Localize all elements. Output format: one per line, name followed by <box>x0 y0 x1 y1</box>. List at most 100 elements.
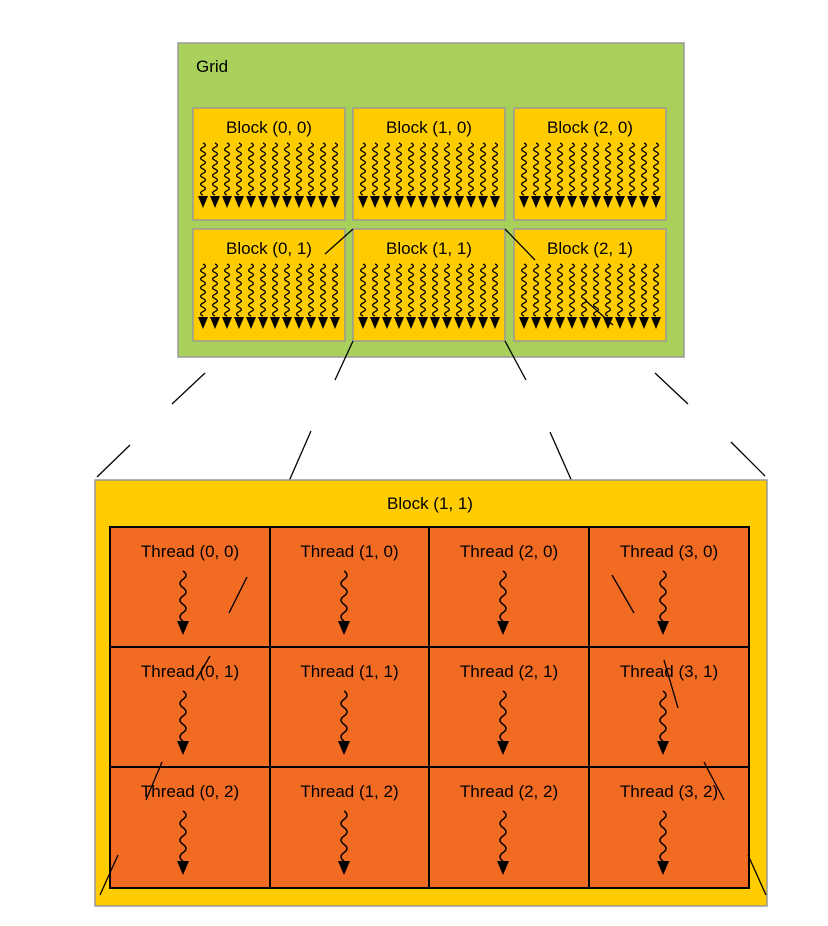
thread-cell: Thread (1, 2) <box>300 782 399 875</box>
thread-arrowhead <box>639 317 649 329</box>
thread-arrowhead <box>382 317 392 329</box>
thread-arrowhead <box>358 317 368 329</box>
grid-block-2-0: Block (2, 0) <box>513 107 667 221</box>
thread-arrowhead <box>338 861 350 875</box>
thread-squiggle <box>443 142 451 196</box>
thread-arrowhead <box>555 317 565 329</box>
thread-squiggle <box>295 263 303 317</box>
thread-squiggle <box>371 263 379 317</box>
thread-squiggle <box>331 142 339 196</box>
thread-squiggle <box>580 263 588 317</box>
thread-squiggle <box>467 142 475 196</box>
thread-arrowhead <box>627 317 637 329</box>
grid-block-0-0: Block (0, 0) <box>192 107 346 221</box>
thread-squiggle <box>659 810 667 862</box>
thread-arrowhead <box>497 621 509 635</box>
thread-label: Thread (0, 1) <box>141 662 239 681</box>
thread-squiggle <box>235 263 243 317</box>
thread-label: Thread (3, 2) <box>620 782 718 801</box>
thread-cell: Thread (2, 2) <box>460 782 558 875</box>
thread-squiggle <box>247 142 255 196</box>
thread-squiggle <box>340 570 348 622</box>
thread-arrowhead <box>454 317 464 329</box>
block-threads-icon <box>198 263 340 329</box>
thread-squiggle <box>395 142 403 196</box>
thread-squiggle <box>659 570 667 622</box>
thread-squiggle <box>340 690 348 742</box>
thread-squiggle <box>499 690 507 742</box>
thread-arrowhead <box>615 196 625 208</box>
thread-arrowhead <box>198 196 208 208</box>
thread-squiggle <box>556 142 564 196</box>
thread-cell: Thread (2, 1) <box>460 662 558 755</box>
block-label: Block (2, 0) <box>547 118 633 137</box>
thread-squiggle <box>211 142 219 196</box>
thread-arrowhead <box>330 317 340 329</box>
thread-squiggle <box>556 263 564 317</box>
thread-squiggle <box>568 142 576 196</box>
thread-squiggle <box>283 142 291 196</box>
thread-squiggle <box>340 810 348 862</box>
thread-arrowhead <box>454 196 464 208</box>
thread-arrowhead <box>603 317 613 329</box>
thread-arrowhead <box>567 196 577 208</box>
block-label: Block (1, 1) <box>386 239 472 258</box>
thread-arrowhead <box>394 317 404 329</box>
thread-squiggle <box>331 263 339 317</box>
thread-label: Thread (2, 0) <box>460 542 558 561</box>
thread-arrowhead <box>490 317 500 329</box>
thread-label: Thread (0, 0) <box>141 542 239 561</box>
thread-squiggle <box>499 810 507 862</box>
thread-squiggle <box>652 263 660 317</box>
thread-squiggle <box>520 142 528 196</box>
thread-arrowhead <box>177 621 189 635</box>
thread-arrowhead <box>531 317 541 329</box>
thread-arrowhead <box>478 196 488 208</box>
thread-arrowhead <box>579 196 589 208</box>
thread-label: Thread (3, 1) <box>620 662 718 681</box>
thread-arrowhead <box>282 317 292 329</box>
thread-squiggle <box>616 263 624 317</box>
thread-cell: Thread (3, 1) <box>620 662 718 755</box>
thread-squiggle <box>455 263 463 317</box>
thread-squiggle <box>359 263 367 317</box>
thread-arrowhead <box>615 317 625 329</box>
thread-arrowhead <box>210 196 220 208</box>
thread-squiggle <box>455 142 463 196</box>
thread-arrowhead <box>177 741 189 755</box>
thread-label: Thread (3, 0) <box>620 542 718 561</box>
thread-squiggle <box>532 263 540 317</box>
thread-squiggle <box>640 142 648 196</box>
thread-label: Thread (1, 1) <box>300 662 398 681</box>
thread-label: Thread (1, 0) <box>300 542 398 561</box>
thread-squiggle <box>499 570 507 622</box>
thread-arrowhead <box>210 317 220 329</box>
thread-arrowhead <box>442 196 452 208</box>
thread-arrowhead <box>270 196 280 208</box>
block-label: Block (1, 0) <box>386 118 472 137</box>
thread-squiggle <box>659 690 667 742</box>
thread-label: Thread (1, 2) <box>300 782 398 801</box>
thread-squiggle <box>259 263 267 317</box>
thread-squiggle <box>628 142 636 196</box>
thread-arrowhead <box>394 196 404 208</box>
thread-squiggle <box>235 142 243 196</box>
thread-squiggle <box>592 263 600 317</box>
thread-squiggle <box>319 263 327 317</box>
block-label: Block (2, 1) <box>547 239 633 258</box>
thread-arrowhead <box>531 196 541 208</box>
thread-squiggle <box>383 142 391 196</box>
thread-arrowhead <box>306 317 316 329</box>
thread-arrowhead <box>430 317 440 329</box>
thread-squiggle <box>179 810 187 862</box>
thread-squiggle <box>419 142 427 196</box>
thread-arrowhead <box>603 196 613 208</box>
thread-arrowhead <box>258 317 268 329</box>
thread-squiggle <box>616 142 624 196</box>
thread-squiggle <box>271 142 279 196</box>
thread-squiggle <box>259 142 267 196</box>
thread-squiggle <box>532 142 540 196</box>
thread-squiggle <box>407 142 415 196</box>
thread-squiggle <box>580 142 588 196</box>
